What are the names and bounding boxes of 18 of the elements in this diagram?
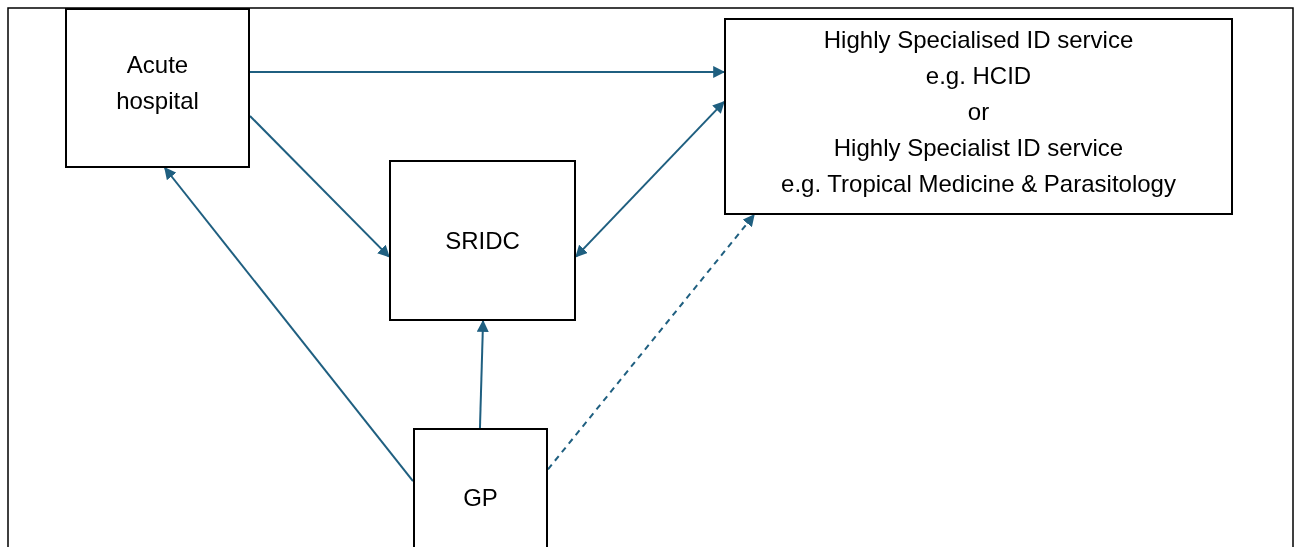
box-label: e.g. HCID bbox=[925, 60, 1032, 91]
arrow bbox=[249, 66, 726, 78]
box-label: or bbox=[967, 96, 990, 127]
box-label: Highly Specialist ID service bbox=[833, 132, 1124, 163]
box-label: e.g. Tropical Medicine & Parasitology bbox=[781, 168, 1176, 199]
process-box bbox=[65, 8, 250, 168]
process-box bbox=[389, 160, 576, 321]
arrow bbox=[547, 214, 756, 471]
arrow bbox=[476, 319, 489, 429]
box-label: SRIDC bbox=[445, 225, 520, 256]
box-label: GP bbox=[463, 483, 498, 513]
arrow bbox=[163, 167, 414, 483]
process-box bbox=[724, 18, 1233, 215]
box-label: Highly Specialised ID service bbox=[823, 24, 1134, 55]
arrow bbox=[575, 100, 725, 258]
process-box bbox=[413, 428, 548, 547]
box-label: Acute hospital bbox=[115, 50, 200, 116]
arrow bbox=[249, 115, 390, 258]
